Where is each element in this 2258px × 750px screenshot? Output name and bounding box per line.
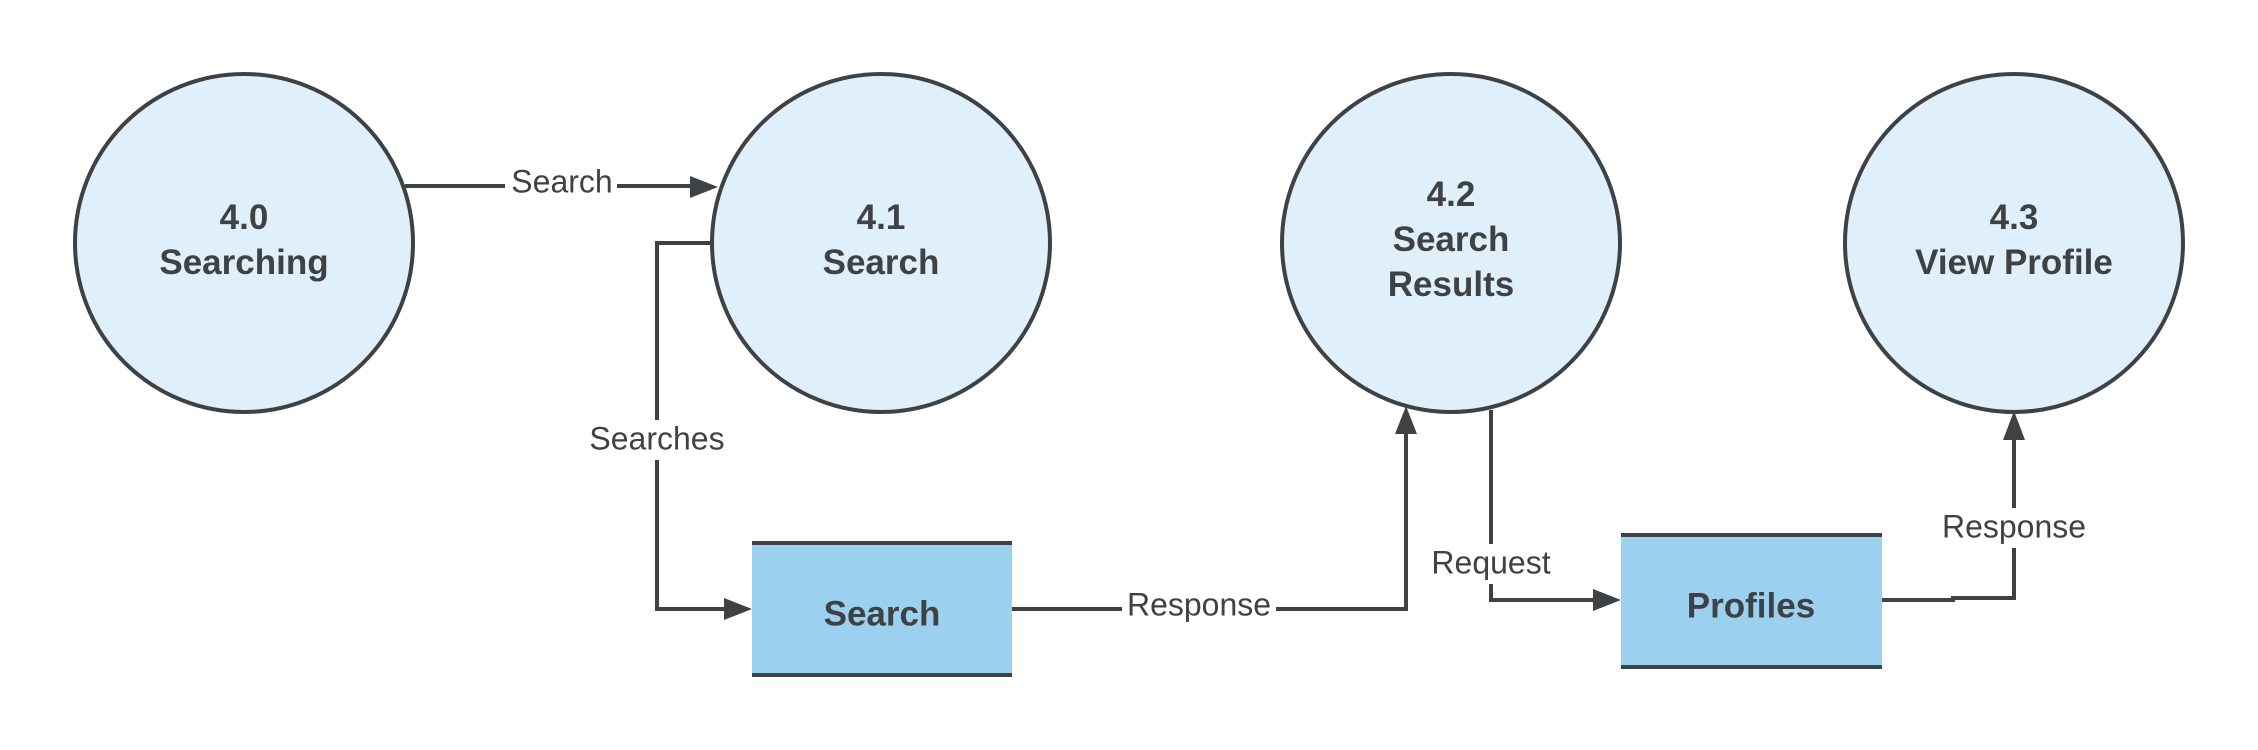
- arrowhead-icon: [1593, 589, 1621, 611]
- process-4-2[interactable]: 4.2 Search Results: [1280, 72, 1622, 414]
- store-body: [752, 543, 1012, 675]
- data-store-profiles[interactable]: Profiles: [1621, 533, 1882, 669]
- process-id: 4.0: [220, 198, 269, 237]
- arrowhead-icon: [690, 176, 718, 198]
- label-background: [583, 420, 731, 460]
- label-background: [1936, 508, 2092, 548]
- process-circle: [1843, 72, 2185, 414]
- process-circle: [73, 72, 415, 414]
- process-name-line-2: Results: [1388, 265, 1514, 304]
- flow-labels: Search Searches Response Request Respons…: [505, 163, 2092, 628]
- label-background: [1426, 544, 1556, 584]
- label-background: [505, 166, 617, 206]
- flow-line-request: [1489, 410, 1593, 602]
- process-name: View Profile: [1915, 243, 2113, 282]
- process-id: 4.2: [1427, 175, 1476, 214]
- process-name-line-1: Search: [1393, 220, 1510, 259]
- store-body: [1621, 535, 1882, 667]
- flow-label-search: Search: [511, 163, 612, 199]
- store-name: Search: [824, 594, 941, 633]
- flow-label-response-2: Response: [1942, 508, 2086, 544]
- arrowhead-icon: [1395, 406, 1417, 434]
- process-id: 4.3: [1990, 198, 2039, 237]
- data-store-search[interactable]: Search: [752, 541, 1012, 677]
- store-name: Profiles: [1687, 586, 1815, 625]
- process-circle: [1280, 72, 1622, 414]
- arrowhead-icon: [724, 598, 752, 620]
- arrowhead-icon: [2003, 411, 2025, 440]
- process-4-0[interactable]: 4.0 Searching: [73, 72, 415, 414]
- process-id: 4.1: [857, 198, 906, 237]
- label-background: [1122, 588, 1276, 628]
- flow-label-response-1: Response: [1127, 586, 1271, 622]
- process-name: Searching: [159, 243, 328, 282]
- flow-line-response-1: [1012, 434, 1408, 611]
- flow-label-request: Request: [1431, 544, 1550, 580]
- process-4-3[interactable]: 4.3 View Profile: [1843, 72, 2185, 414]
- process-4-1[interactable]: 4.1 Search: [710, 72, 1052, 414]
- process-name: Search: [823, 243, 940, 282]
- flow-label-searches: Searches: [589, 420, 724, 456]
- process-circle: [710, 72, 1052, 414]
